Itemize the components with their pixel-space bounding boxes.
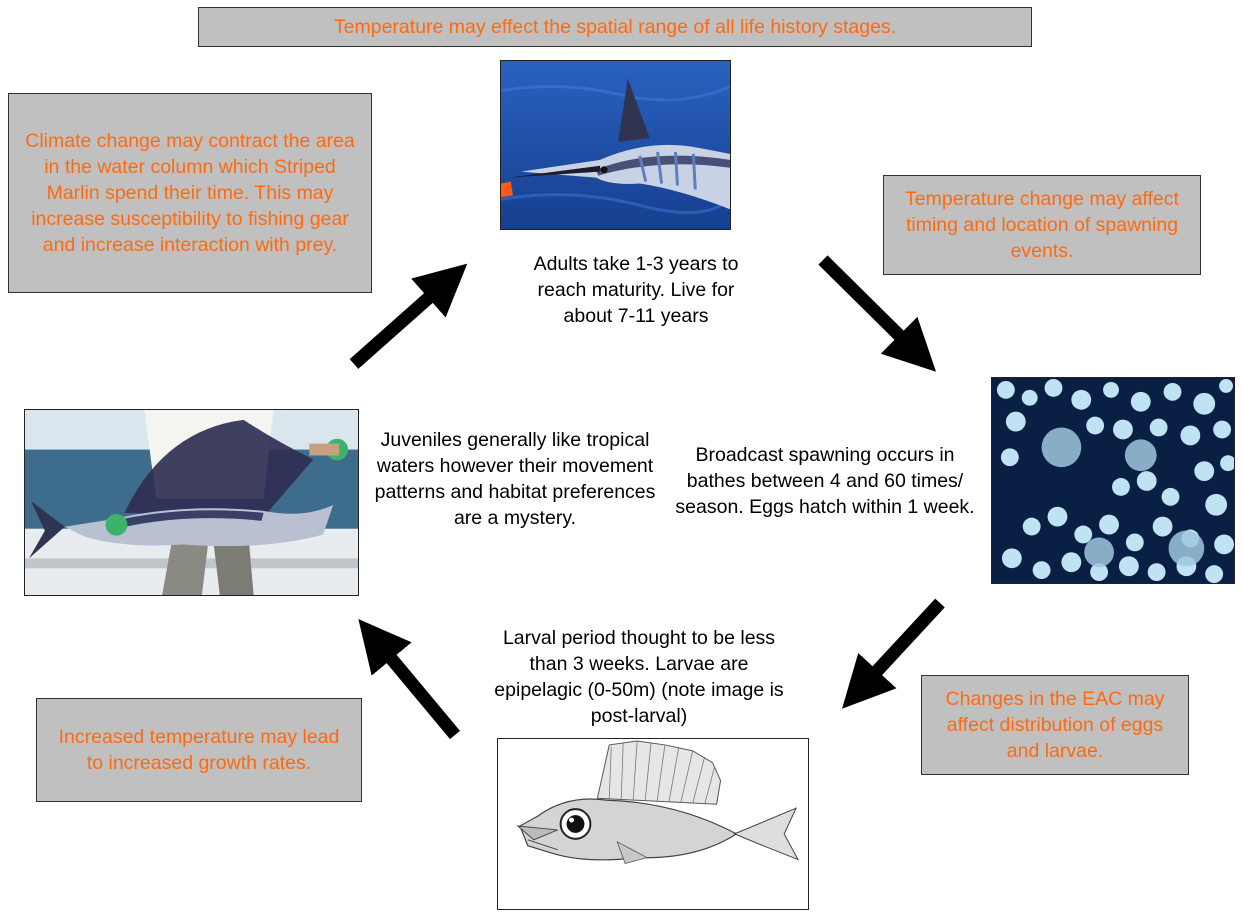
arrow-larva-to-juvenile [358, 619, 460, 740]
stage-spawning-text: Broadcast spawning occurs in bathes betw… [675, 444, 975, 518]
eggs-image [991, 377, 1235, 584]
arrow-eggs-to-larva [842, 598, 945, 709]
stage-adult-text: Adults take 1-3 years to reach maturity.… [533, 253, 739, 327]
note-eac-text: Changes in the EAC may affect distributi… [945, 688, 1165, 762]
note-growth-text: Increased temperature may lead to increa… [58, 726, 340, 774]
juvenile-marlin-image [24, 409, 359, 596]
stage-larval-text: Larval period thought to be less than 3 … [494, 627, 784, 727]
note-spatial-range-text: Temperature may effect the spatial range… [333, 16, 897, 38]
note-climate-change-text: Climate change may contract the area in … [25, 130, 355, 256]
larva-image [497, 738, 809, 910]
note-climate-change: Climate change may contract the area in … [8, 93, 372, 293]
note-growth: Increased temperature may lead to increa… [36, 698, 362, 802]
note-spawning-timing-text: Temperature change may affect timing and… [905, 188, 1179, 262]
stage-juvenile-text: Juveniles generally like tropical waters… [374, 429, 656, 529]
note-eac: Changes in the EAC may affect distributi… [921, 675, 1189, 775]
arrow-juvenile-to-adult [349, 263, 468, 369]
adult-marlin-image [500, 60, 731, 230]
note-spawning-timing: Temperature change may affect timing and… [883, 175, 1201, 275]
arrow-adult-to-eggs [818, 255, 937, 372]
note-spatial-range: Temperature may effect the spatial range… [198, 7, 1032, 47]
